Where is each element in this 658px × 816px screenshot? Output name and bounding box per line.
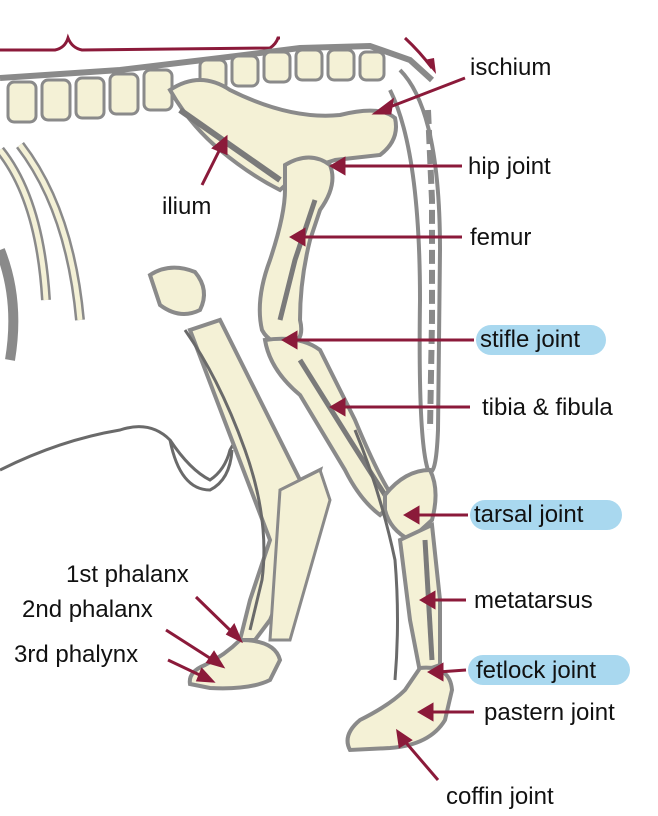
near-leg-skin (183, 329, 266, 631)
label-tibia-fibula: tibia & fibula (482, 394, 613, 421)
label-stifle-joint: stifle joint (480, 326, 581, 353)
far-leg-skin (353, 429, 399, 681)
label-2nd-phalanx: 2nd phalanx (22, 596, 153, 623)
label-hip-joint: hip joint (468, 153, 551, 180)
pointer-lines (165, 76, 474, 781)
ilium-pointer (200, 144, 224, 186)
fetlock-joint-highlight (468, 655, 630, 685)
ribs-fill (0, 143, 83, 321)
tail-vertebrae (425, 109, 435, 431)
femur-shadow (277, 199, 318, 321)
label-ilium: ilium (162, 193, 212, 220)
label-tarsal-joint: tarsal joint (474, 501, 584, 528)
label-1st-phalanx: 1st phalanx (66, 561, 189, 588)
label-femur: femur (470, 224, 532, 251)
stifle-joint-highlight (476, 325, 606, 355)
vertebrae (6, 48, 386, 124)
body-outline (0, 425, 261, 482)
tail (388, 68, 443, 474)
patella (147, 265, 206, 316)
label-metatarsus: metatarsus (474, 587, 593, 614)
label-ischium: ischium (470, 54, 552, 81)
pelvis (167, 78, 398, 193)
top-right-arrow-head (424, 58, 436, 74)
far-hoof (345, 665, 455, 753)
label-3rd-phalynx: 3rd phalynx (14, 641, 139, 668)
udder-outline (168, 439, 234, 492)
tarsal-joint-highlight (470, 500, 622, 530)
tarsal-bones (383, 467, 438, 543)
near-leg-cannon (268, 467, 332, 642)
ischium-pointer (381, 76, 466, 112)
top-bracket (0, 33, 280, 52)
label-pastern-joint: pastern joint (484, 699, 615, 726)
ilium-shaft (178, 107, 282, 183)
coffin-joint-pointer (400, 737, 440, 781)
phalanx-2-pointer (165, 628, 217, 664)
spine-back-line (0, 42, 435, 83)
label-fetlock-joint: fetlock joint (476, 657, 597, 684)
label-coffin-joint: coffin joint (446, 783, 554, 810)
phalanx-1-pointer (194, 595, 238, 638)
